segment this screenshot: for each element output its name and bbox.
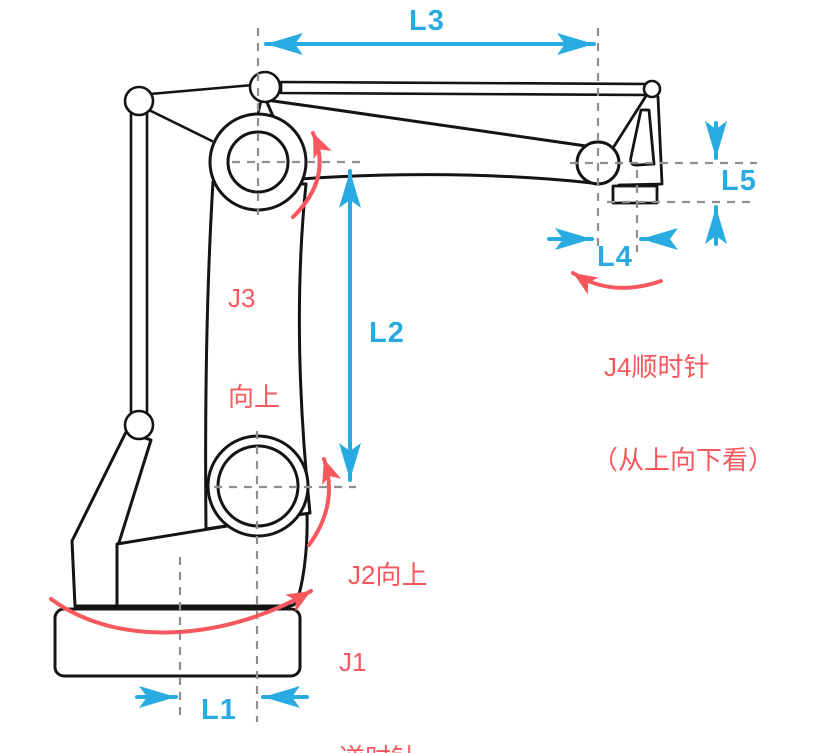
label-l1: L1 <box>201 694 237 726</box>
label-l4: L4 <box>597 241 633 273</box>
bracket-inner-plate <box>629 108 656 167</box>
top-tie-bar <box>279 80 650 97</box>
triangle-plate-lines <box>147 83 263 143</box>
label-j3-line2: 向上 <box>228 382 281 412</box>
j4-rotation-arrow <box>571 271 663 295</box>
label-j1-line2: 逆时针 <box>339 742 417 753</box>
label-j4-line2: （从上向下看） <box>592 445 775 475</box>
rotation-arrows <box>49 131 663 635</box>
j3-joint-inner <box>226 130 290 194</box>
label-j3-line1: J3 <box>228 283 256 313</box>
label-l2: L2 <box>369 317 405 349</box>
label-j2-line1: J2向上 <box>348 560 428 590</box>
top-bar-left-pivot <box>248 70 282 104</box>
guide-lines <box>178 28 757 722</box>
j3-rotation-arrow <box>291 131 332 219</box>
label-j1-rotation: J1 逆时针 <box>339 582 417 753</box>
top-bar-right-pivot <box>642 79 662 99</box>
end-flange <box>611 184 659 205</box>
label-j4-rotation: J4顺时针 （从上向下看） <box>592 290 774 538</box>
label-l5: L5 <box>721 165 757 197</box>
rear-rod-top-pivot <box>123 85 155 117</box>
j2-rotation-arrow <box>307 457 342 547</box>
rear-tie-rod <box>129 99 149 427</box>
dimension-arrows <box>135 32 727 708</box>
j1-rotation-arrow <box>49 589 313 635</box>
label-j4-line1: J4顺时针 <box>604 352 710 382</box>
label-j1-line1: J1 <box>339 647 367 677</box>
rear-rod-bottom-pivot <box>123 409 155 441</box>
label-j2-rotation: J2向上 <box>348 493 427 658</box>
label-l3: L3 <box>409 5 445 37</box>
label-j3-rotation: J3 向上 <box>228 216 280 480</box>
